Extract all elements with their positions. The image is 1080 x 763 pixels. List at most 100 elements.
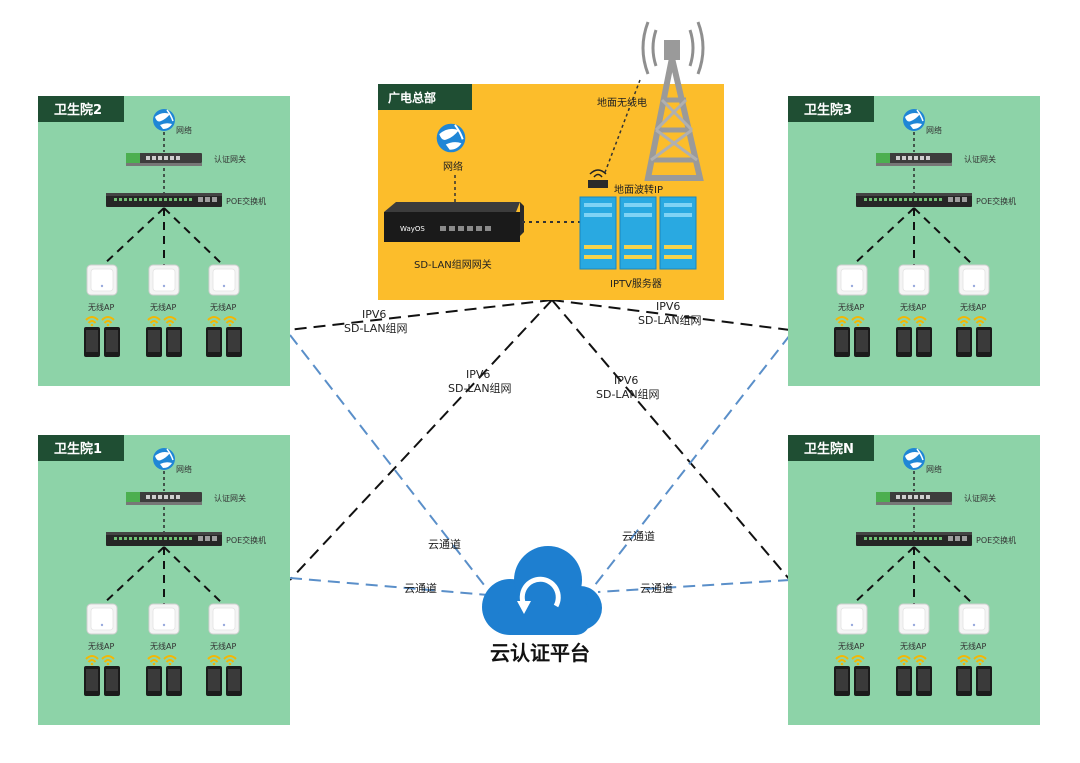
- cloud-link-site3: [594, 334, 791, 586]
- wireless-ap-icon: [898, 603, 930, 635]
- wireless-ap-icon: [86, 264, 118, 296]
- site-title: 卫生院1: [54, 441, 102, 457]
- phone-icon: [916, 666, 932, 696]
- wireless-ap-label: 无线AP: [838, 302, 864, 312]
- phone-icon: [206, 666, 222, 696]
- phone-icon: [956, 666, 972, 696]
- wireless-ap-icon: [86, 603, 118, 635]
- site-title: 卫生院2: [54, 102, 102, 118]
- auth-gateway-icon: [876, 492, 952, 505]
- wireless-ap-label: 无线AP: [838, 641, 864, 651]
- link-label-ipv6-right: IPV6: [656, 300, 680, 313]
- wireless-ap-icon: [208, 603, 240, 635]
- radio-tower-icon: [641, 21, 705, 181]
- phone-icon: [146, 327, 162, 357]
- cloud-platform-label: 云认证平台: [490, 641, 590, 665]
- wireless-ap-label: 无线AP: [210, 641, 236, 651]
- wireless-ap-icon: [148, 264, 180, 296]
- wireless-ap-label: 无线AP: [900, 302, 926, 312]
- link-label-sdlan-center-left: SD-LAN组网: [448, 381, 512, 395]
- network-label: 网络: [926, 125, 942, 135]
- phone-icon: [146, 666, 162, 696]
- phone-icon: [206, 327, 222, 357]
- phone-icon: [226, 666, 242, 696]
- link-hq-site3: [551, 299, 791, 331]
- phone-icon: [226, 327, 242, 357]
- link-hq-site2: [287, 299, 553, 331]
- cloud-channel-label-lower-right: 云通道: [640, 581, 673, 595]
- poe-switch-label: POE交换机: [226, 535, 266, 545]
- network-label: 网络: [926, 464, 942, 474]
- iptv-server-icon: [579, 196, 697, 270]
- server-label: IPTV服务器: [610, 277, 662, 290]
- ip-label: 地面波转IP: [614, 183, 663, 196]
- poe-switch-label: POE交换机: [976, 535, 1016, 545]
- site-title: 卫生院N: [804, 441, 854, 457]
- phone-icon: [104, 327, 120, 357]
- phone-icon: [896, 666, 912, 696]
- network-icon: [902, 447, 926, 471]
- wireless-ap-label: 无线AP: [150, 302, 176, 312]
- phone-icon: [976, 327, 992, 357]
- wireless-ap-label: 无线AP: [150, 641, 176, 651]
- gateway-brand: WayOS: [400, 225, 425, 233]
- wireless-ap-label: 无线AP: [900, 641, 926, 651]
- cloud-link-siteN: [597, 579, 791, 593]
- link-label-ipv6-center-right: IPV6: [614, 374, 638, 387]
- poe-switch-icon: [856, 193, 972, 207]
- cloud-channel-label-lower-left: 云通道: [404, 581, 437, 595]
- cloud-icon: [482, 546, 602, 635]
- wireless-ap-icon: [148, 603, 180, 635]
- receiver-wifi-icon: [588, 169, 608, 188]
- site-title: 卫生院3: [804, 102, 852, 118]
- wireless-ap-label: 无线AP: [210, 302, 236, 312]
- link-label-ipv6-left: IPV6: [362, 308, 386, 321]
- phone-icon: [166, 666, 182, 696]
- network-label: 网络: [176, 464, 192, 474]
- network-icon: [152, 108, 176, 132]
- link-label-sdlan-left: SD-LAN组网: [344, 321, 408, 335]
- phone-icon: [854, 666, 870, 696]
- cloud-link-site1: [289, 577, 489, 596]
- phone-icon: [84, 666, 100, 696]
- network-icon: [902, 108, 926, 132]
- auth-gateway-label: 认证网关: [214, 154, 246, 164]
- phone-icon: [916, 327, 932, 357]
- link-label-ipv6-center-left: IPV6: [466, 368, 490, 381]
- wireless-ap-icon: [836, 264, 868, 296]
- hq-network-label: 网络: [443, 160, 463, 173]
- gateway-label: SD-LAN组网网关: [414, 258, 492, 271]
- wireless-ap-icon: [836, 603, 868, 635]
- cloud-channel-label-upper-left: 云通道: [428, 537, 461, 551]
- poe-switch-icon: [106, 193, 222, 207]
- network-label: 网络: [176, 125, 192, 135]
- wireless-ap-icon: [208, 264, 240, 296]
- phone-icon: [976, 666, 992, 696]
- auth-gateway-label: 认证网关: [964, 493, 996, 503]
- auth-gateway-label: 认证网关: [214, 493, 246, 503]
- cloud-link-site2: [289, 334, 489, 591]
- auth-gateway-icon: [126, 153, 202, 166]
- phone-icon: [104, 666, 120, 696]
- wireless-ap-icon: [958, 264, 990, 296]
- auth-gateway-label: 认证网关: [964, 154, 996, 164]
- auth-gateway-icon: [876, 153, 952, 166]
- phone-icon: [84, 327, 100, 357]
- link-label-sdlan-right: SD-LAN组网: [638, 313, 702, 327]
- wireless-ap-label: 无线AP: [960, 641, 986, 651]
- wireless-ap-icon: [958, 603, 990, 635]
- cloud-channel-label-upper-right: 云通道: [622, 529, 655, 543]
- hq-network-icon: [435, 122, 467, 154]
- hq-title: 广电总部: [388, 90, 436, 105]
- phone-icon: [854, 327, 870, 357]
- link-hq-siteN: [551, 299, 791, 581]
- link-label-sdlan-center-right: SD-LAN组网: [596, 387, 660, 401]
- sdlan-gateway-device: WayOS: [384, 202, 524, 242]
- hq-panel: 广电总部 网络 WayOS SD-LAN组网网关: [378, 21, 724, 300]
- link-hq-site1: [289, 299, 553, 581]
- wireless-ap-label: 无线AP: [960, 302, 986, 312]
